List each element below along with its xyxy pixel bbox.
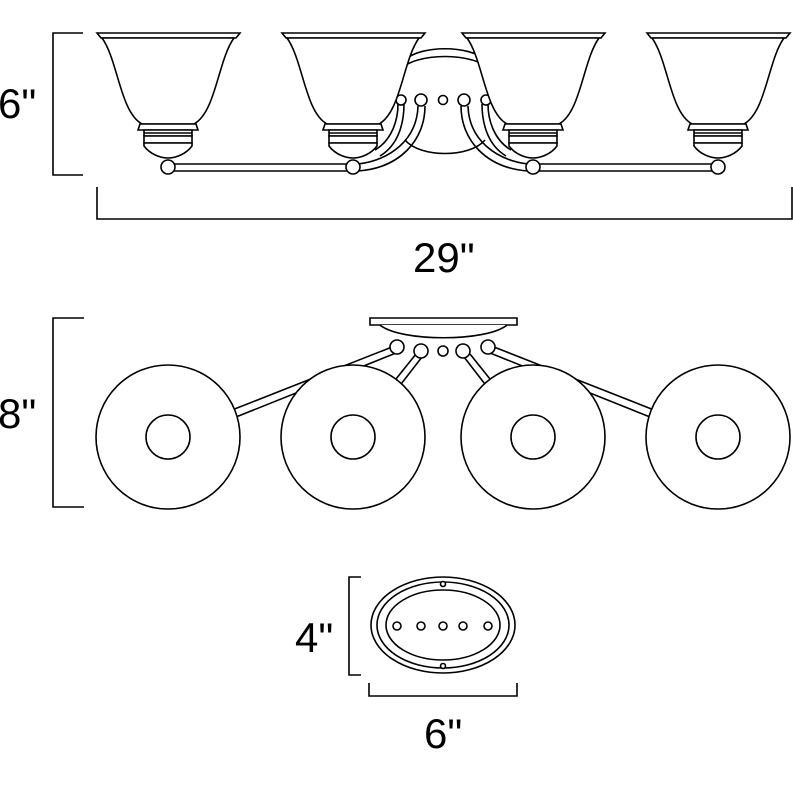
shade-1 bbox=[96, 32, 241, 175]
backplate-view: 4" 6" bbox=[295, 576, 518, 757]
arm-socket bbox=[392, 621, 402, 631]
canopy bbox=[369, 317, 518, 326]
mount-hole bbox=[439, 580, 447, 588]
arm-socket bbox=[416, 621, 426, 631]
front-height-label: 6" bbox=[0, 80, 36, 127]
globe-1 bbox=[95, 364, 241, 510]
top-depth-label: 8" bbox=[0, 390, 36, 437]
arm-knob bbox=[480, 339, 496, 355]
canopy-body bbox=[379, 324, 508, 339]
width-bracket bbox=[96, 187, 793, 220]
top-view: 8" bbox=[0, 317, 791, 510]
globe-3 bbox=[460, 364, 606, 510]
backplate-height-label: 4" bbox=[295, 614, 333, 661]
mount-hole bbox=[439, 662, 447, 670]
globe-2 bbox=[280, 364, 426, 510]
arm-knob bbox=[455, 343, 471, 359]
backplate-front bbox=[395, 47, 492, 155]
arm-knob bbox=[413, 343, 429, 359]
depth-bracket bbox=[52, 317, 84, 508]
height-bracket bbox=[52, 32, 83, 176]
backplate-width-label: 6" bbox=[424, 710, 462, 757]
arm-socket bbox=[438, 621, 448, 631]
backplate-width-bracket bbox=[368, 683, 518, 697]
arms bbox=[168, 103, 718, 172]
front-width-label: 29" bbox=[413, 234, 475, 281]
center-knob bbox=[437, 345, 449, 357]
globe-4 bbox=[645, 364, 791, 510]
backplate-height-bracket bbox=[348, 576, 361, 676]
arm-socket bbox=[458, 621, 468, 631]
front-view: 6" 29" bbox=[0, 32, 793, 281]
arm-knob bbox=[389, 339, 405, 355]
arm-socket bbox=[483, 621, 493, 631]
shade-4 bbox=[646, 32, 791, 175]
